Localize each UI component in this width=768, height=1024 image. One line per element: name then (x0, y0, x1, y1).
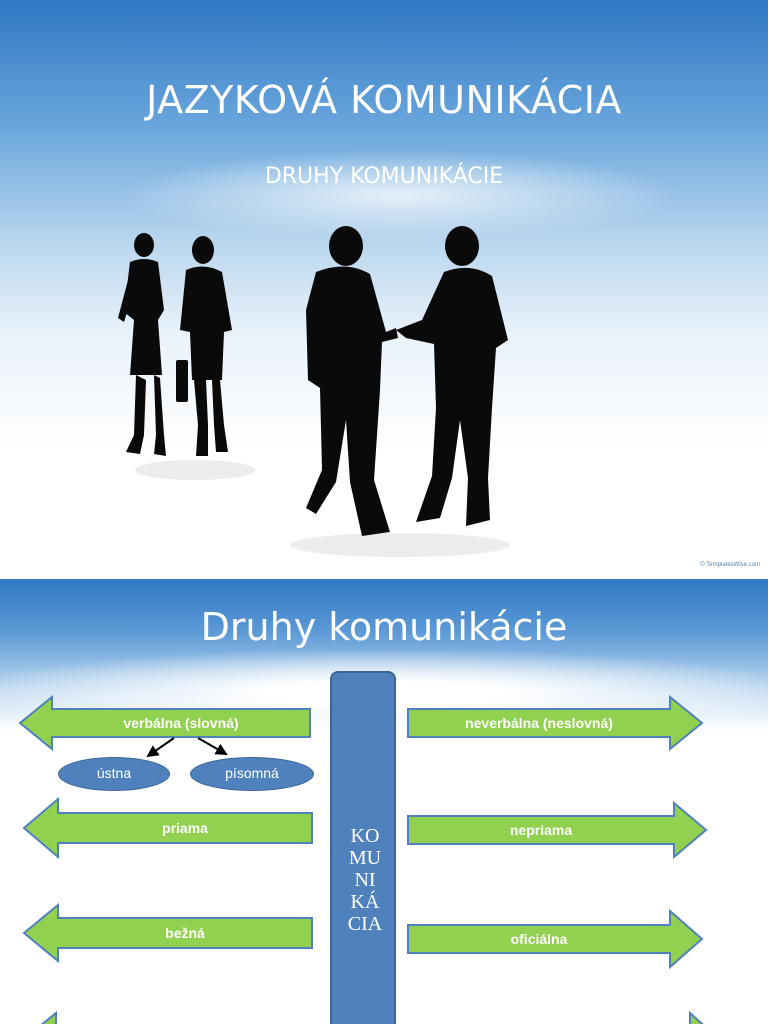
title-slide: JAZYKOVÁ KOMUNIKÁCIA DRUHY KOMUNIKÁCIE (0, 0, 768, 576)
arrow-label: nepriama (509, 822, 573, 838)
slide-divider (0, 576, 768, 579)
right-arrow-nonverbal: neverbálna (neslovná) (406, 694, 706, 752)
arrow-label: bežná (165, 925, 205, 941)
left-arrow-common: bežná (22, 902, 316, 964)
right-arrow-partial (688, 1010, 728, 1024)
oval-spoken: ústna (58, 757, 170, 791)
template-credit: © TemplatesWise.com (700, 562, 760, 568)
arrow-label: priama (162, 820, 208, 836)
pillar-label: KO MU NI KÁ CIA (347, 825, 383, 935)
content-slide: Druhy komunikácie KO MU NI KÁ CIA verbál… (0, 579, 768, 1024)
oval-written: písomná (190, 757, 314, 791)
slide-title: JAZYKOVÁ KOMUNIKÁCIA (146, 78, 622, 122)
slide-subtitle: DRUHY KOMUNIKÁCIE (264, 164, 504, 189)
left-arrow-direct: priama (22, 796, 316, 860)
arrow-label: neverbálna (neslovná) (465, 715, 613, 731)
slide-title: Druhy komunikácie (200, 605, 568, 649)
left-arrow-partial (30, 1010, 70, 1024)
right-arrow-official: oficiálna (406, 908, 706, 970)
left-arrow-verbal: verbálna (slovná) (18, 694, 314, 752)
businesspeople-silhouette-image (100, 220, 530, 565)
connector-arrows (140, 736, 240, 760)
arrow-label: verbálna (slovná) (123, 715, 239, 731)
arrow-label: oficiálna (510, 931, 568, 947)
right-arrow-indirect: nepriama (406, 800, 710, 860)
center-pillar: KO MU NI KÁ CIA (330, 671, 396, 1024)
